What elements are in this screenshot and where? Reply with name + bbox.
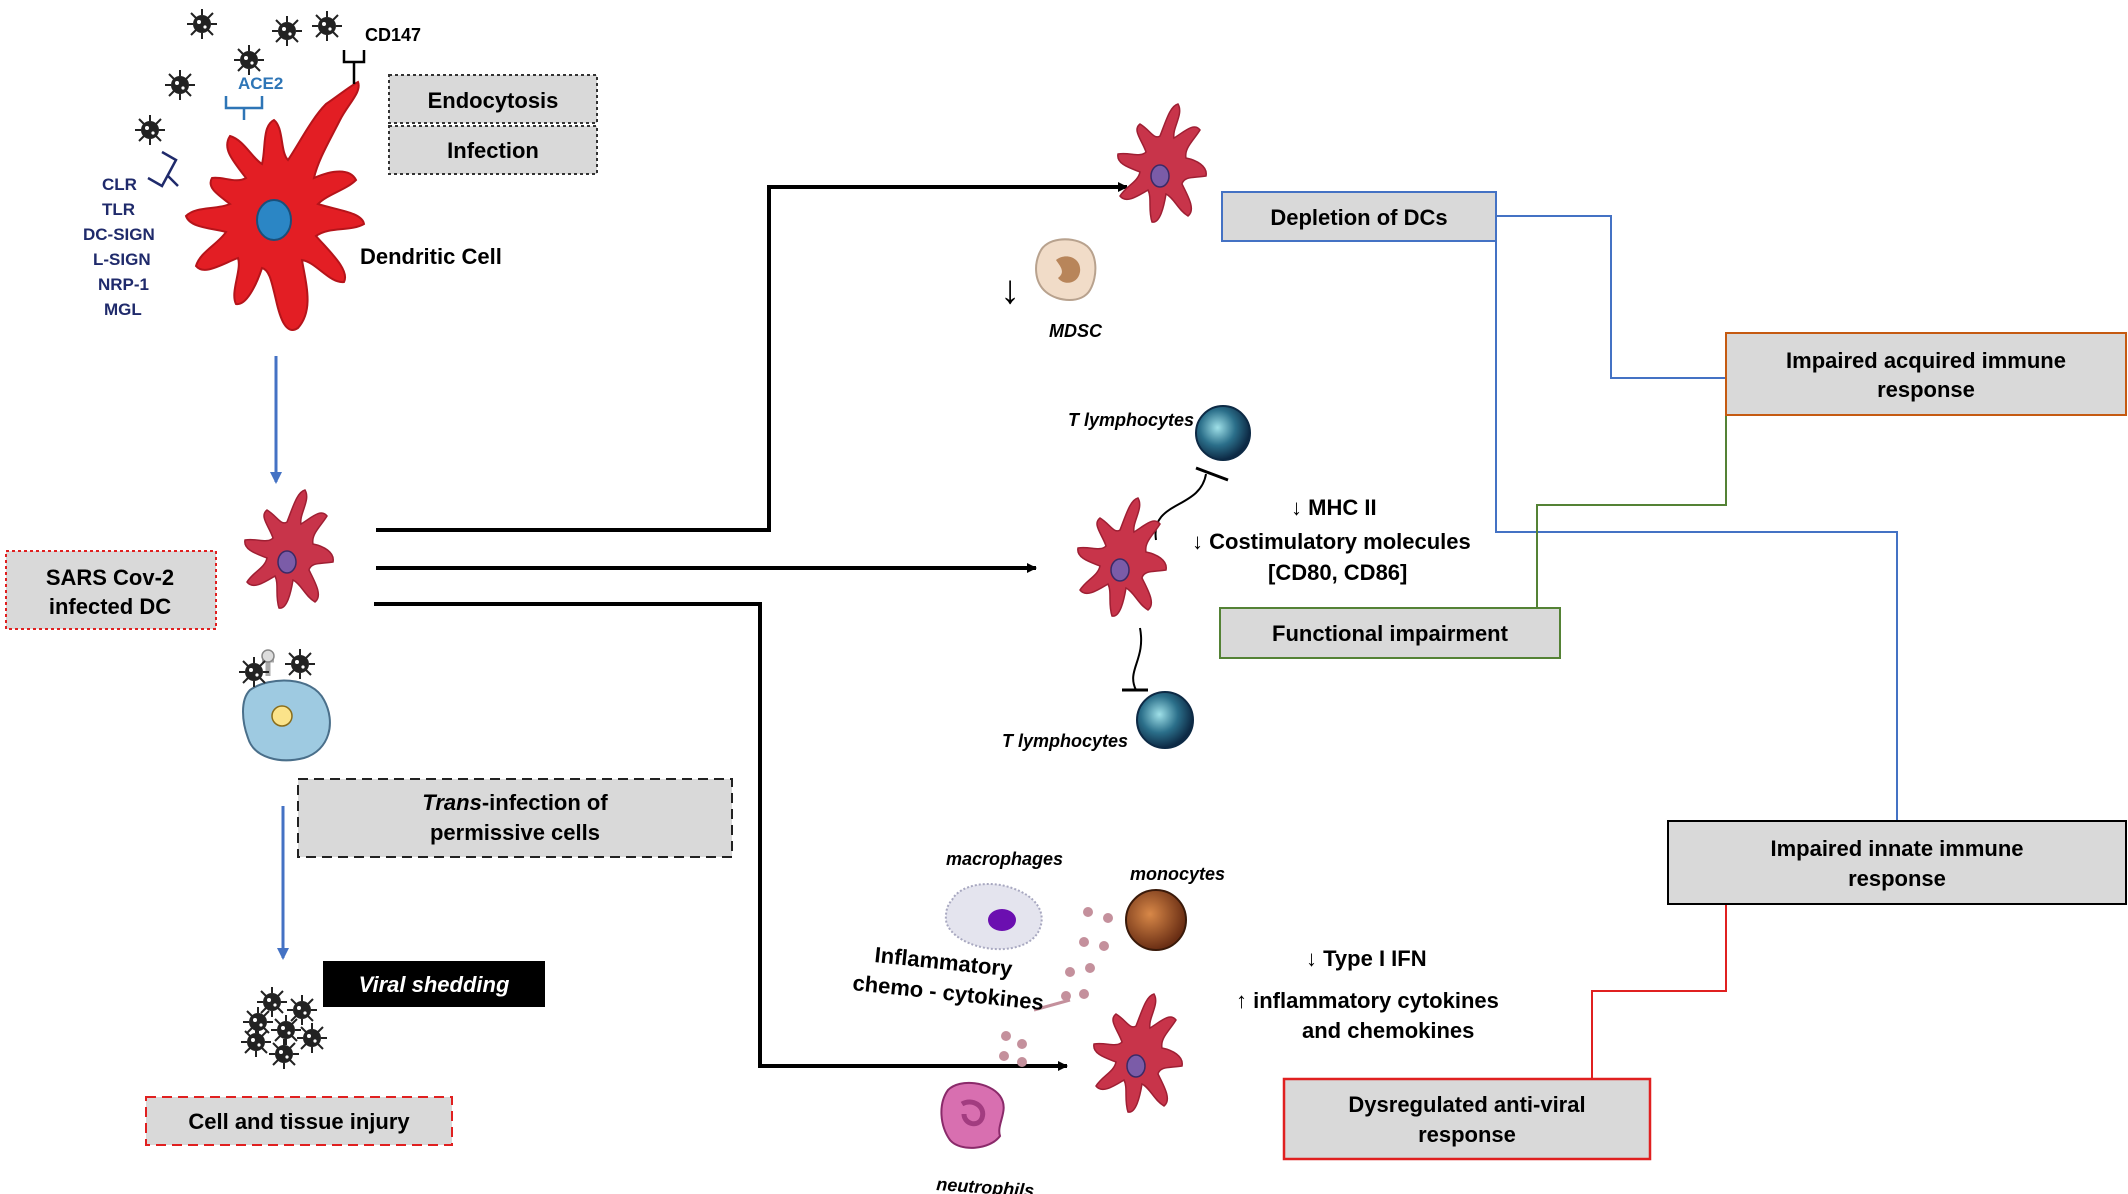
svg-text:Infection: Infection [447, 138, 539, 163]
functional-dc-cell [1077, 497, 1167, 617]
infected-dc-box: SARS Cov-2 infected DC [5, 550, 217, 630]
receptor-mgl: MGL [104, 300, 142, 319]
svg-text:Cell and tissue injury: Cell and tissue injury [188, 1109, 410, 1134]
cd147-receptor [342, 50, 366, 84]
mdsc-label: MDSC [1049, 321, 1103, 341]
inhibit-line-bottom [1132, 627, 1143, 691]
dendritic-cell-label: Dendritic Cell [360, 244, 502, 269]
mdsc-cell [1035, 238, 1097, 301]
monocytes-label: monocytes [1130, 864, 1225, 884]
infection-box: Infection [388, 125, 598, 175]
permissive-cell [238, 648, 331, 762]
virus-cluster-shedding [240, 986, 328, 1070]
macrophage-cell [944, 883, 1043, 951]
viral-shedding-box: Viral shedding [323, 961, 545, 1007]
neutrophils-label: neutrophils [936, 1174, 1035, 1194]
svg-text:response: response [1877, 377, 1975, 402]
svg-text:Functional impairment: Functional impairment [1272, 621, 1509, 646]
cell-tissue-injury-box: Cell and tissue injury [145, 1096, 453, 1146]
endocytosis-box: Endocytosis [388, 74, 598, 124]
ifn-label: ↓ Type I IFN [1306, 946, 1427, 971]
trans-rest: -infection of [482, 790, 609, 815]
dendritic-cell-nucleus [256, 199, 292, 241]
t-lymph-top-label: T lymphocytes [1068, 410, 1194, 430]
innate-response-box: Impaired innate immune response [1667, 820, 2127, 905]
cd147-label: CD147 [365, 25, 421, 45]
monocyte-cell [1125, 889, 1187, 951]
clr-receptor [147, 150, 179, 188]
dysregulated-response-box: Dysregulated anti-viral response [1282, 1077, 1652, 1161]
costim-label-2: [CD80, CD86] [1268, 560, 1407, 585]
svg-text:permissive cells: permissive cells [430, 820, 600, 845]
chemo-label-2: chemo - cytokines [851, 970, 1045, 1015]
depletion-box: Depletion of DCs [1221, 191, 1497, 242]
arrow-to-inflammation [374, 602, 1068, 1071]
cytokine-link [1033, 998, 1071, 1012]
svg-text:infected DC: infected DC [49, 594, 171, 619]
svg-text:Endocytosis: Endocytosis [428, 88, 559, 113]
cyt-label-1: ↑ inflammatory cytokines [1236, 988, 1499, 1013]
svg-text:response: response [1418, 1122, 1516, 1147]
arrow-to-depletion [376, 182, 1128, 532]
connector-innate-dysregulated [1591, 904, 1727, 1079]
trans-infection-box: Trans-infection of permissive cells [297, 778, 733, 858]
mdsc-down-arrow: ↓ [1000, 268, 1020, 312]
neutrophil-cell [940, 1081, 1005, 1149]
svg-text:SARS Cov-2: SARS Cov-2 [46, 565, 174, 590]
svg-text:Impaired acquired immune: Impaired acquired immune [1786, 348, 2066, 373]
svg-text:Trans-infection of: Trans-infection of [422, 790, 608, 815]
svg-text:response: response [1848, 866, 1946, 891]
svg-text:Viral shedding: Viral shedding [359, 972, 510, 997]
ace2-label: ACE2 [238, 74, 283, 93]
receptor-list: CLR TLR DC-SIGN L-SIGN NRP-1 MGL [83, 175, 155, 319]
t-lymph-bottom-label: T lymphocytes [1002, 731, 1128, 751]
inhibit-bar-top [1195, 466, 1229, 482]
svg-text:Depletion of DCs: Depletion of DCs [1270, 205, 1447, 230]
acquired-response-box: Impaired acquired immune response [1725, 332, 2127, 416]
mhc-label: ↓ MHC II [1291, 495, 1377, 520]
receptor-tlr: TLR [102, 200, 135, 219]
costim-label-1: ↓ Costimulatory molecules [1192, 529, 1471, 554]
infected-dc-cell [244, 489, 334, 609]
t-lymph-bottom-cell [1136, 691, 1194, 749]
macrophages-label: macrophages [946, 849, 1063, 869]
inflamed-dc-cell [1093, 993, 1183, 1113]
receptor-l-sign: L-SIGN [93, 250, 151, 269]
functional-impairment-box: Functional impairment [1219, 607, 1561, 659]
receptor-dc-sign: DC-SIGN [83, 225, 155, 244]
receptor-clr: CLR [102, 175, 137, 194]
connector-depletion-acquired [1496, 215, 1726, 379]
connector-depletion-innate [1495, 232, 1898, 821]
svg-text:Impaired innate immune: Impaired innate immune [1770, 836, 2023, 861]
cyt-label-2: and chemokines [1302, 1018, 1474, 1043]
connector-functional-acquired [1536, 415, 1727, 608]
ace2-receptor [224, 96, 264, 120]
depleted-dc-cell [1117, 103, 1207, 223]
svg-text:Dysregulated anti-viral: Dysregulated anti-viral [1348, 1092, 1585, 1117]
trans-italic: Trans [422, 790, 482, 815]
cytokine-dots [999, 907, 1113, 1067]
receptor-nrp-1: NRP-1 [98, 275, 149, 294]
t-lymph-top-cell [1195, 405, 1251, 461]
